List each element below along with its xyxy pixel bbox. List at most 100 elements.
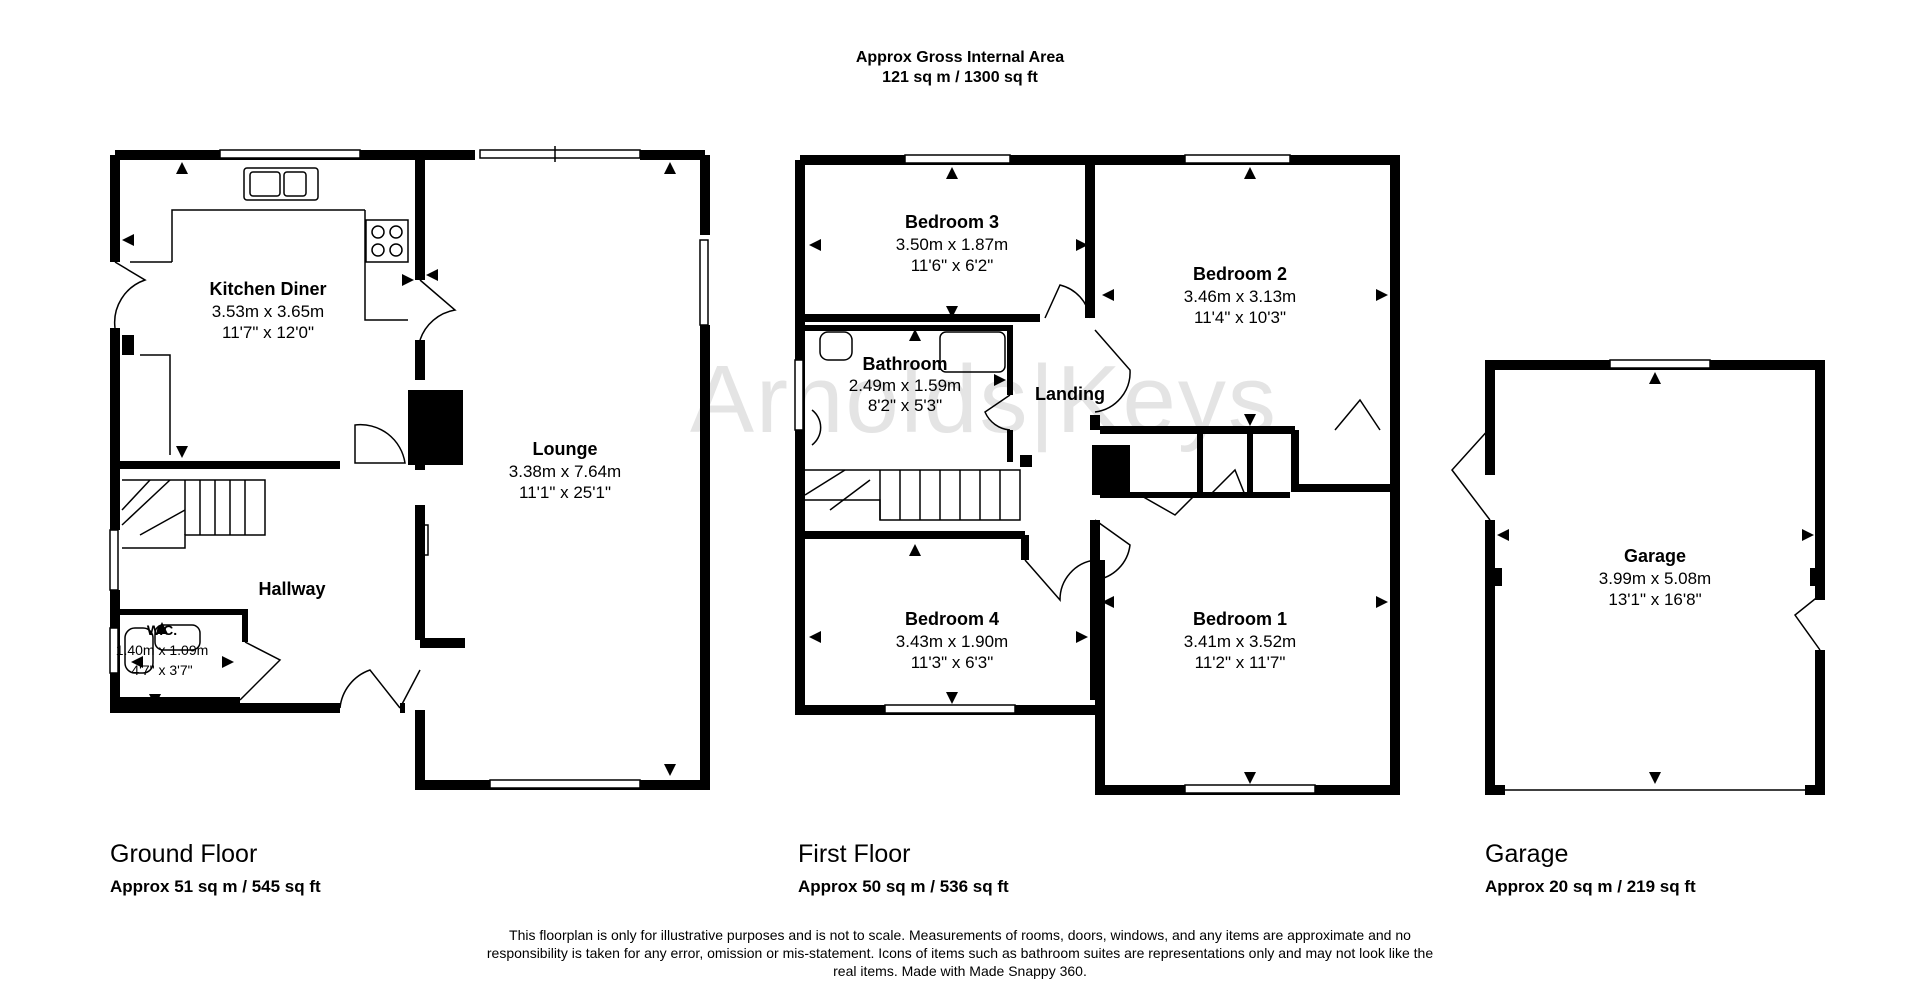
first-floor-labels: Bedroom 3 3.50m x 1.87m 11'6" x 6'2" Bed… (849, 212, 1296, 672)
dimension-arrow-icon (994, 374, 1006, 386)
dimension-arrow-icon (1802, 529, 1814, 541)
dimension-arrow-icon (909, 329, 921, 341)
window (1609, 359, 1711, 369)
dimension-arrow-icon (1497, 529, 1509, 541)
room-name-hallway: Hallway (258, 579, 325, 599)
dimension-arrow-icon (222, 656, 234, 668)
dimension-arrow-icon (809, 239, 821, 251)
ground-floor-plan (110, 150, 710, 790)
staircase (122, 479, 266, 549)
room-metric-kitchen-diner: 3.53m x 3.65m (212, 302, 324, 321)
dimension-arrow-icon (1649, 372, 1661, 384)
basin-icon (154, 624, 201, 651)
room-metric-bathroom: 2.49m x 1.59m (849, 376, 961, 395)
window (1184, 784, 1316, 794)
window (489, 779, 641, 789)
dimension-arrow-icon (946, 306, 958, 318)
floor-area-first: Approx 50 sq m / 536 sq ft (798, 877, 1009, 896)
room-name-bedroom-1: Bedroom 1 (1193, 609, 1287, 629)
room-imperial-bedroom-4: 11'3" x 6'3" (911, 653, 994, 672)
dimension-arrow-icon (1076, 239, 1088, 251)
room-imperial-bedroom-1: 11'2" x 11'7" (1195, 653, 1286, 672)
window (1184, 154, 1291, 164)
dimension-arrow-icon (809, 631, 821, 643)
window (884, 704, 1016, 714)
gross-area-header: Approx Gross Internal Area 121 sq m / 13… (0, 48, 1920, 88)
disclaimer-text: This floorplan is only for illustrative … (486, 927, 1434, 979)
watermark-logo: Arnolds|Keys (690, 346, 1278, 453)
staircase (805, 469, 1021, 521)
garage-details (1451, 359, 1821, 791)
room-name-bathroom: Bathroom (863, 354, 948, 374)
room-imperial-bedroom-3: 11'6" x 6'2" (911, 256, 994, 275)
dimension-arrow-icon (1244, 414, 1256, 426)
room-imperial-wc: 4'7" x 3'7" (131, 662, 192, 678)
garage-labels: Garage 3.99m x 5.08m 13'1" x 16'8" (1599, 546, 1711, 609)
dimension-arrow-icon (149, 694, 161, 706)
room-name-lounge: Lounge (533, 439, 598, 459)
dimension-arrow-icon (1102, 596, 1114, 608)
floor-name-garage: Garage (1485, 840, 1569, 868)
door-swing (1451, 427, 1491, 521)
room-imperial-kitchen-diner: 11'7" x 12'0" (222, 323, 314, 342)
floor-name-ground: Ground Floor (110, 840, 258, 868)
room-name-bedroom-2: Bedroom 2 (1193, 264, 1287, 284)
chimney-breast (1092, 445, 1130, 495)
window (109, 529, 119, 591)
toilet-icon (819, 331, 853, 361)
room-metric-bedroom-4: 3.43m x 1.90m (896, 632, 1008, 651)
window (699, 239, 709, 326)
room-imperial-bathroom: 8'2" x 5'3" (868, 396, 942, 415)
room-metric-wc: 1.40m x 1.09m (116, 642, 209, 658)
first-floor-details (794, 154, 1381, 794)
sliding-door (479, 149, 641, 159)
dimension-arrow-icon (946, 167, 958, 179)
bath-icon (939, 331, 1006, 373)
room-name-garage: Garage (1624, 546, 1686, 566)
room-metric-bedroom-1: 3.41m x 3.52m (1184, 632, 1296, 651)
dimension-arrow-icon (909, 544, 921, 556)
room-metric-garage: 3.99m x 5.08m (1599, 569, 1711, 588)
dimension-arrow-icon (176, 162, 188, 174)
window (904, 154, 1011, 164)
ground-floor-details (109, 146, 709, 789)
room-name-bedroom-3: Bedroom 3 (905, 212, 999, 232)
dimension-arrow-icon (1244, 167, 1256, 179)
dimension-arrow-icon (402, 274, 414, 286)
dimension-arrow-icon (946, 692, 958, 704)
door-swing (113, 261, 147, 329)
room-metric-bedroom-2: 3.46m x 3.13m (1184, 287, 1296, 306)
dimension-arrow-icon (176, 446, 188, 458)
dimension-arrow-icon (426, 269, 438, 281)
dimension-arrow-icon (1244, 772, 1256, 784)
room-imperial-lounge: 11'1" x 25'1" (519, 483, 611, 502)
sink-icon (243, 167, 319, 201)
window (794, 359, 804, 431)
room-name-landing: Landing (1035, 384, 1105, 404)
gross-area-title: Approx Gross Internal Area (855, 49, 1065, 66)
window (109, 627, 119, 674)
toilet-icon (124, 627, 154, 674)
window (219, 149, 361, 159)
room-name-kitchen-diner: Kitchen Diner (209, 279, 326, 299)
floor-area-garage: Approx 20 sq m / 219 sq ft (1485, 877, 1696, 896)
room-metric-lounge: 3.38m x 7.64m (509, 462, 621, 481)
chimney-breast (408, 390, 463, 465)
dimension-arrow-icon (664, 764, 676, 776)
dimension-arrow-icon (664, 162, 676, 174)
ground-floor-labels: Kitchen Diner 3.53m x 3.65m 11'7" x 12'0… (116, 279, 622, 678)
room-imperial-bedroom-2: 11'4" x 10'3" (1194, 308, 1286, 327)
hob-icon (365, 219, 409, 263)
dimension-markers (122, 162, 1814, 784)
dimension-arrow-icon (122, 234, 134, 246)
room-imperial-garage: 13'1" x 16'8" (1608, 590, 1701, 609)
dimension-arrow-icon (1076, 631, 1088, 643)
dimension-arrow-icon (1376, 596, 1388, 608)
gross-area-total: 121 sq m / 1300 sq ft (882, 69, 1038, 86)
room-name-bedroom-4: Bedroom 4 (905, 609, 999, 629)
basin-icon (811, 409, 822, 446)
floor-name-first: First Floor (798, 840, 911, 868)
room-metric-bedroom-3: 3.50m x 1.87m (896, 235, 1008, 254)
